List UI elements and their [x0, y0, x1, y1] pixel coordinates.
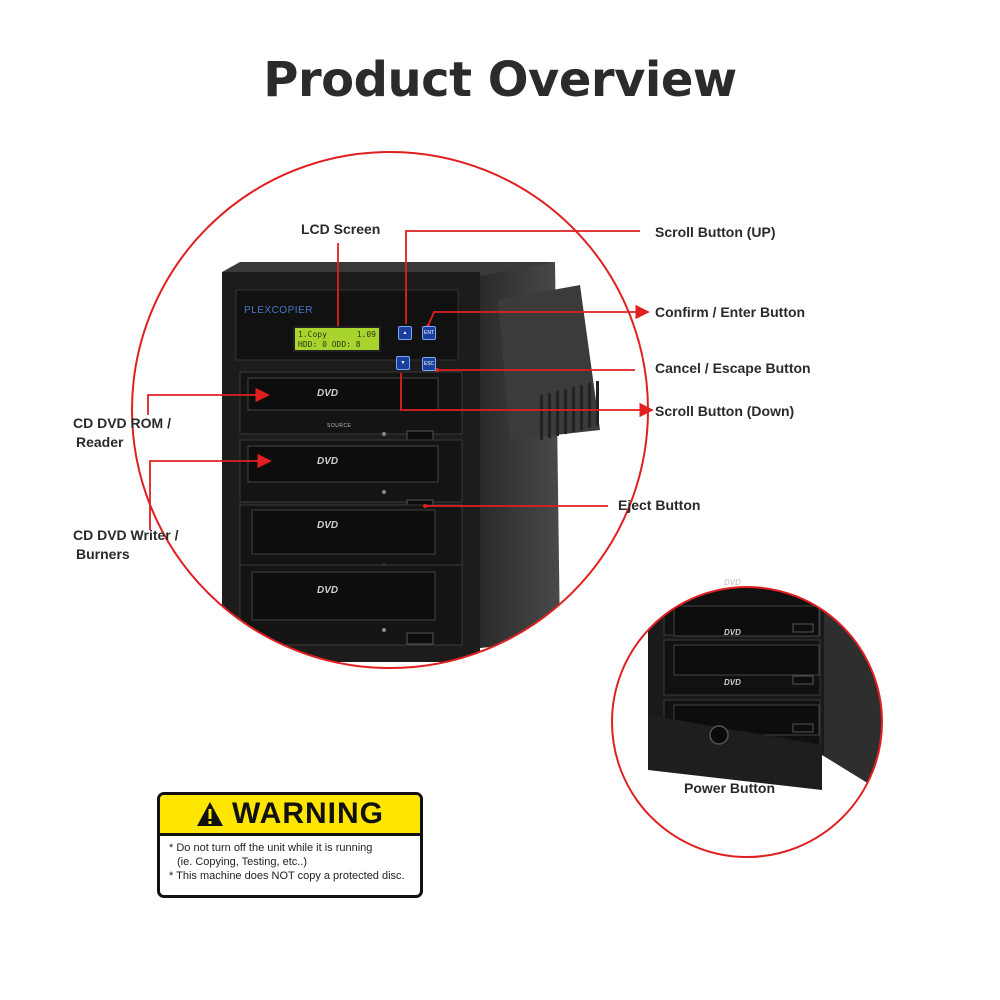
- scroll-up-button: ▲: [398, 326, 412, 340]
- triangle-down-icon: ▼: [400, 360, 406, 366]
- page-title: Product Overview: [263, 52, 737, 108]
- drive-bay-writer-3: [239, 564, 463, 646]
- dvd-logo: DVD: [317, 585, 339, 596]
- label-reader: CD DVD ROM / Reader: [73, 414, 171, 452]
- label-lcd-screen: LCD Screen: [301, 221, 381, 237]
- label-reader-line2: Reader: [76, 434, 124, 450]
- lcd-line1-left: 1.Copy: [298, 330, 327, 339]
- source-label: SOURCE: [327, 423, 352, 429]
- dvd-logo: DVD: [724, 678, 741, 687]
- label-power: Power Button: [684, 780, 775, 796]
- power-circle-outline: [611, 586, 883, 858]
- drive-bay-source: [239, 371, 463, 443]
- callout-lines: [147, 230, 654, 530]
- label-writer-line2: Burners: [76, 546, 130, 562]
- dvd-logo: DVD: [724, 578, 741, 587]
- dvd-logo: DVD: [724, 628, 741, 637]
- warning-triangle-icon: [197, 802, 223, 826]
- enter-button-label: ENT: [424, 330, 434, 336]
- warning-line-1: * Do not turn off the unit while it is r…: [169, 842, 373, 854]
- warning-header: WARNING: [160, 795, 420, 836]
- label-cancel-escape: Cancel / Escape Button: [655, 360, 811, 376]
- triangle-up-icon: ▲: [402, 330, 408, 336]
- enter-button: ENT: [422, 326, 436, 340]
- drive-bay-writer-2: [239, 504, 463, 582]
- label-reader-line1: CD DVD ROM /: [73, 415, 171, 431]
- power-closeup: [612, 587, 882, 857]
- label-writer: CD DVD Writer / Burners: [73, 526, 179, 564]
- warning-line-3: * This machine does NOT copy a protected…: [169, 870, 405, 882]
- lcd-line2: HDD: 0 ODD: 8: [298, 340, 361, 349]
- lcd-line1-right: 1.09: [356, 330, 376, 339]
- dvd-logo: DVD: [317, 388, 339, 399]
- drive-bay-writer-1: [239, 439, 463, 512]
- warning-line-2: (ie. Copying, Testing, etc..): [177, 856, 308, 868]
- brand-logo: PLEXCOPIER: [244, 305, 313, 316]
- label-scroll-up: Scroll Button (UP): [655, 224, 776, 240]
- label-writer-line1: CD DVD Writer /: [73, 527, 179, 543]
- scroll-down-button: ▼: [396, 356, 410, 370]
- label-confirm-enter: Confirm / Enter Button: [655, 304, 806, 320]
- label-scroll-down: Scroll Button (Down): [655, 403, 795, 419]
- warning-sticker: WARNING * Do not turn off the unit while…: [157, 792, 423, 898]
- warning-body: * Do not turn off the unit while it is r…: [160, 836, 420, 883]
- label-eject: Eject Button: [618, 497, 701, 513]
- escape-button-label: ESC: [423, 361, 435, 367]
- dvd-logo: DVD: [317, 456, 339, 467]
- power-button-icon: [709, 725, 729, 745]
- dvd-logo: DVD: [317, 520, 339, 531]
- warning-title: WARNING: [232, 797, 384, 830]
- lcd-screen: 1.Copy 1.09 HDD: 0 ODD: 8: [293, 326, 381, 352]
- escape-button: ESC: [422, 357, 436, 371]
